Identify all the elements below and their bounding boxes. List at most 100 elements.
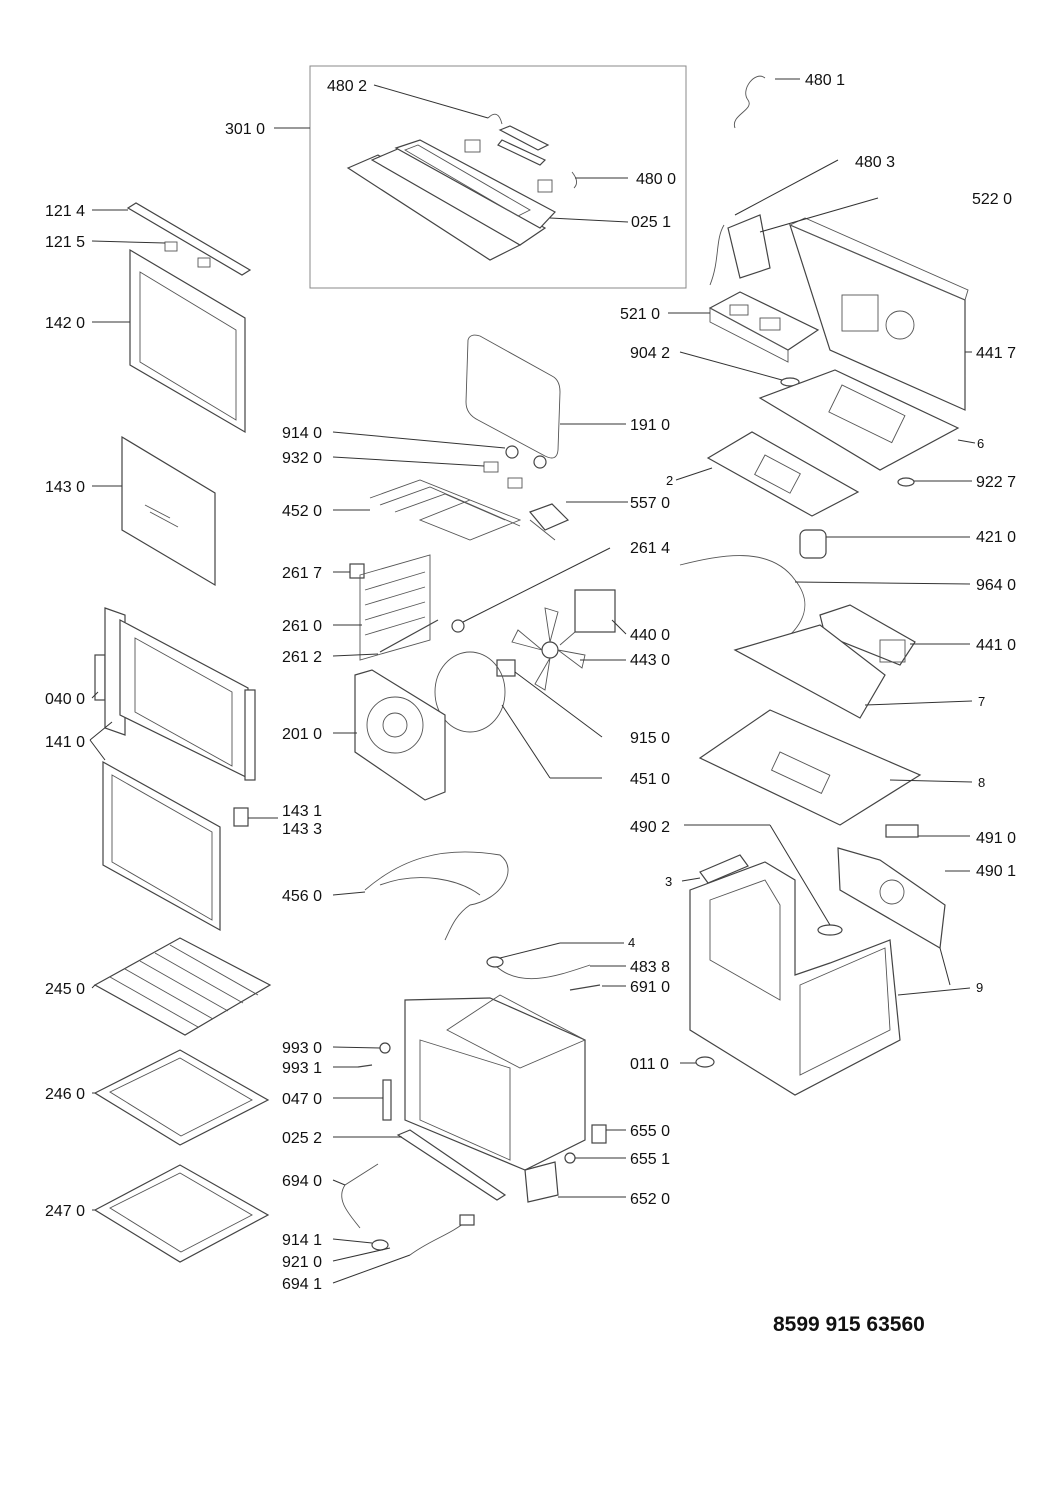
control-panel-group-frame	[309, 65, 687, 289]
callout-047-0: 047 0	[282, 1091, 322, 1108]
air-duct-plate	[733, 624, 886, 719]
spring-932-0	[483, 461, 499, 473]
callout-522-0: 522 0	[972, 191, 1012, 208]
nut-915-0	[496, 659, 516, 677]
probe-connector	[459, 1214, 475, 1226]
oven-cavity	[396, 994, 587, 1201]
callout-914-1: 914 1	[282, 1232, 322, 1249]
callout-3: 3	[665, 874, 672, 889]
grommet-904-2	[780, 377, 800, 387]
trim-clip-2	[197, 257, 211, 268]
trim-clip	[164, 241, 178, 252]
cooling-fan-motor	[799, 529, 827, 559]
callout-490-1: 490 1	[976, 863, 1016, 880]
runner-rod-261-2	[379, 619, 439, 653]
filter-3	[699, 854, 749, 884]
callout-025-2: 025 2	[282, 1130, 322, 1147]
callout-6: 6	[977, 436, 984, 451]
document-number: 8599 915 63560	[773, 1313, 925, 1336]
cable-480-1	[733, 75, 766, 129]
callout-993-0: 993 0	[282, 1040, 322, 1057]
callout-491-0: 491 0	[976, 830, 1016, 847]
callout-480-2: 480 2	[327, 78, 367, 95]
callout-441-7: 441 7	[976, 345, 1016, 362]
callout-691-0: 691 0	[630, 979, 670, 996]
cable-483-8	[494, 964, 591, 980]
callout-261-2: 261 2	[282, 649, 322, 666]
switch-button	[564, 1152, 576, 1164]
thermal-probe	[341, 1163, 379, 1229]
callout-121-4: 121 4	[45, 203, 85, 220]
spring-2	[507, 477, 523, 489]
callout-141-0: 141 0	[45, 734, 85, 751]
callout-143-3: 143 3	[282, 821, 322, 838]
door-switch	[591, 1124, 607, 1144]
fan-motor	[559, 589, 616, 646]
shallow-baking-tray	[93, 1049, 270, 1146]
callout-652-0: 652 0	[630, 1191, 670, 1208]
cable-grommet	[486, 956, 504, 968]
callout-441-0: 441 0	[976, 637, 1016, 654]
callout-557-0: 557 0	[630, 495, 670, 512]
callout-142-0: 142 0	[45, 315, 85, 332]
callout-922-7: 922 7	[976, 474, 1016, 491]
callout-932-0: 932 0	[282, 450, 322, 467]
callout-694-1: 694 1	[282, 1276, 322, 1293]
callout-025-1: 025 1	[631, 214, 671, 231]
callout-456-0: 456 0	[282, 888, 322, 905]
callout-7: 7	[978, 694, 985, 709]
glass-clip-143-1	[233, 807, 249, 827]
callout-452-0: 452 0	[282, 503, 322, 520]
pin-691-0	[569, 984, 601, 991]
callout-521-0: 521 0	[620, 306, 660, 323]
callout-246-0: 246 0	[45, 1086, 85, 1103]
screw-993-0	[379, 1042, 391, 1054]
callout-451-0: 451 0	[630, 771, 670, 788]
callout-655-0: 655 0	[630, 1123, 670, 1140]
callout-904-2: 904 2	[630, 345, 670, 362]
cover-plate-2	[706, 431, 860, 517]
callout-011-0: 011 0	[630, 1056, 669, 1073]
callout-921-0: 921 0	[282, 1254, 322, 1271]
callout-301-0: 301 0	[225, 121, 265, 138]
bushing-2	[533, 455, 547, 469]
callout-245-0: 245 0	[45, 981, 85, 998]
callout-915-0: 915 0	[630, 730, 670, 747]
callout-655-1: 655 1	[630, 1151, 670, 1168]
callout-191-0: 191 0	[630, 417, 670, 434]
callout-201-0: 201 0	[282, 726, 322, 743]
callout-914-0: 914 0	[282, 425, 322, 442]
probe-cable	[409, 1219, 469, 1256]
side-shelf-runners	[349, 554, 431, 661]
clip-261-4	[451, 619, 465, 633]
oven-door-gasket	[465, 334, 561, 459]
top-cover-plate	[758, 369, 960, 471]
callout-490-2: 490 2	[630, 819, 670, 836]
bottom-insulation-plate	[698, 709, 922, 826]
callout-121-5: 121 5	[45, 234, 85, 251]
screw-993-1	[357, 1064, 373, 1068]
lamp-holder-557-0	[528, 503, 570, 541]
callout-2: 2	[666, 473, 673, 488]
callout-143-0: 143 0	[45, 479, 85, 496]
callout-261-7: 261 7	[282, 565, 322, 582]
inner-door-frame	[104, 607, 256, 781]
callout-247-0: 247 0	[45, 1203, 85, 1220]
outer-door-glass	[129, 248, 246, 434]
door-top-trim	[126, 202, 252, 276]
rear-cover-plate	[837, 847, 946, 949]
bottom-heating-element	[364, 851, 509, 941]
door-inner-glass-panel	[102, 760, 221, 932]
control-panel-assembly	[346, 113, 577, 261]
inner-door-glass	[121, 435, 216, 587]
callout-8: 8	[978, 775, 985, 790]
callout-964-0: 964 0	[976, 577, 1016, 594]
callout-480-1: 480 1	[805, 72, 845, 89]
nut-011-0	[695, 1056, 715, 1068]
top-heating-element	[369, 479, 522, 541]
convection-fan-blade	[511, 607, 586, 691]
callout-261-4: 261 4	[630, 540, 670, 557]
leader-lines	[89, 78, 976, 1284]
cover-652-0	[524, 1161, 559, 1203]
